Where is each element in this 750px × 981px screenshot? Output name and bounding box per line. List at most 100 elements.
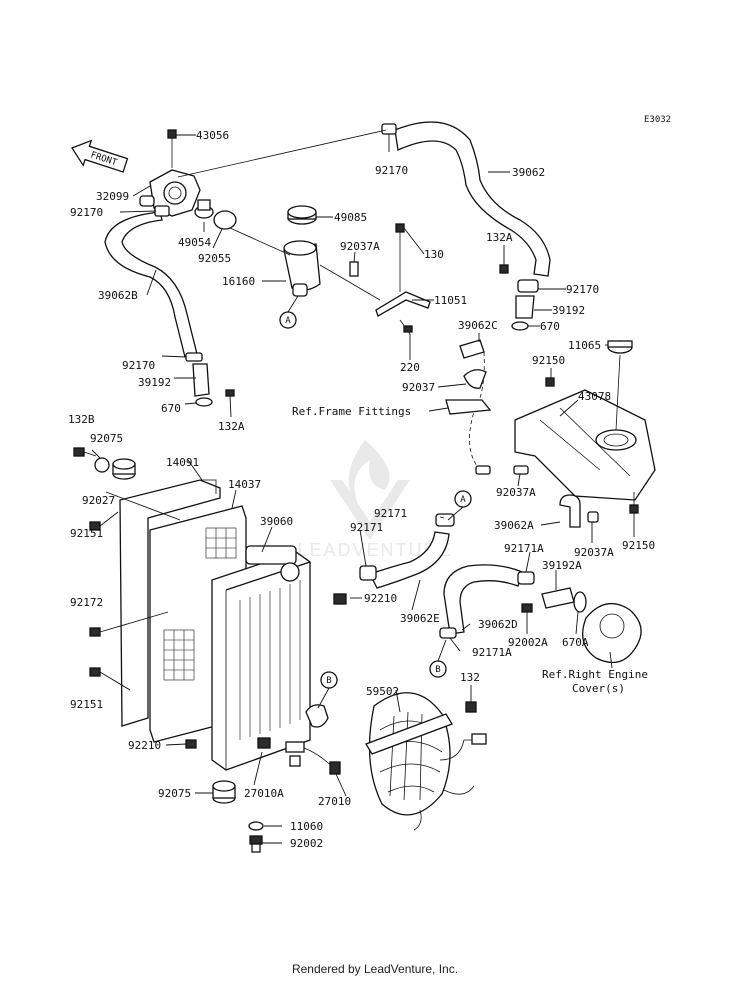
- label-92170: 92170: [122, 359, 155, 372]
- clamp-92170-d: [517, 279, 539, 293]
- label-132B: 132B: [68, 413, 95, 426]
- filler-neck-16160: [283, 240, 321, 297]
- collar-92027: [94, 457, 110, 473]
- svg-text:A: A: [285, 316, 291, 326]
- hose-39062A: [559, 494, 581, 528]
- pipe-39192-a: [192, 363, 210, 397]
- ref-engine-cover-line1: Ref.Right Engine: [542, 668, 648, 681]
- label-92210: 92210: [128, 739, 161, 752]
- label-92150: 92150: [622, 539, 655, 552]
- label-39192A: 39192A: [542, 559, 582, 572]
- clip-92210-a: [333, 593, 347, 605]
- label-92075: 92075: [90, 432, 123, 445]
- bolt-43056: [167, 129, 177, 168]
- label-92171: 92171: [350, 521, 383, 534]
- label-92075: 92075: [158, 787, 191, 800]
- thermostat-housing: [139, 169, 201, 217]
- label-92037: 92037: [402, 381, 435, 394]
- label-59502: 59502: [366, 685, 399, 698]
- label-92037A: 92037A: [496, 486, 536, 499]
- front-arrow-icon: FRONT: [71, 139, 129, 173]
- label-132A: 132A: [486, 231, 513, 244]
- watermark-logo: LEADVENTURE: [297, 440, 451, 560]
- label-92002: 92002: [290, 837, 323, 850]
- label-92037A: 92037A: [574, 546, 614, 559]
- bolt-92151-b: [89, 667, 101, 677]
- label-39062B: 39062B: [98, 289, 138, 302]
- bolt-92172: [89, 627, 101, 637]
- hose-39062E: [369, 531, 450, 589]
- o-ring-670-a: [195, 397, 213, 407]
- sensor-27010A: [289, 755, 301, 767]
- label-92002A: 92002A: [508, 636, 548, 649]
- part-labels: 43056 32099 92170 49054 92055 39062B 921…: [68, 129, 655, 850]
- label-49054: 49054: [178, 236, 211, 249]
- label-92037A: 92037A: [340, 240, 380, 253]
- callout-B-lower: B: [429, 639, 447, 678]
- bolt-132B: [73, 447, 85, 457]
- radiator-cap-49085: [287, 205, 317, 225]
- hose-39062D: [443, 564, 523, 635]
- label-92210: 92210: [364, 592, 397, 605]
- o-ring-670A: [573, 591, 587, 613]
- leader-lines: [91, 134, 635, 844]
- clip-92037A-b: [513, 465, 529, 475]
- label-670: 670: [161, 402, 181, 415]
- label-92171: 92171: [374, 507, 407, 520]
- engine-cover-ref: [582, 602, 642, 664]
- fan-switch-27010: [285, 741, 341, 775]
- clamp-92037: [463, 369, 487, 389]
- hose-39062C: [459, 339, 485, 359]
- label-43056: 43056: [196, 129, 229, 142]
- thermostat: [194, 199, 214, 219]
- label-39062: 39062: [512, 166, 545, 179]
- o-ring-670-b: [511, 321, 529, 331]
- svg-text:B: B: [435, 665, 440, 675]
- ref-engine-cover-line2: Cover(s): [572, 682, 625, 695]
- hose-outlet-B: [305, 704, 329, 728]
- bolt-132A-b: [499, 264, 509, 274]
- label-92170: 92170: [70, 206, 103, 219]
- clamp-92171-a: [435, 513, 455, 527]
- bolt-92150-a: [545, 377, 555, 387]
- label-43078: 43078: [578, 390, 611, 403]
- label-220: 220: [400, 361, 420, 374]
- label-92170: 92170: [566, 283, 599, 296]
- grommet-92075-b: [212, 780, 236, 804]
- clamp-92170-a: [154, 205, 170, 217]
- clamp-92170-c: [381, 123, 397, 135]
- svg-text:A: A: [460, 495, 466, 505]
- frame-fitting-plate: [445, 399, 492, 415]
- label-14037: 14037: [228, 478, 261, 491]
- label-92172: 92172: [70, 596, 103, 609]
- label-49085: 49085: [334, 211, 367, 224]
- label-92055: 92055: [198, 252, 231, 265]
- o-ring-92055: [213, 210, 237, 230]
- ref-frame-fittings: Ref.Frame Fittings: [292, 405, 411, 418]
- reservoir-cap-11065: [607, 340, 633, 354]
- label-670: 670: [540, 320, 560, 333]
- clamp-92170-b: [185, 352, 203, 362]
- clamp-92171A-a: [517, 571, 535, 585]
- label-14091: 14091: [166, 456, 199, 469]
- callout-A-upper: A: [279, 295, 299, 329]
- bolt-92002A: [521, 603, 533, 613]
- grommet-92075-a: [112, 458, 136, 480]
- label-92151: 92151: [70, 698, 103, 711]
- label-27010A: 27010A: [244, 787, 284, 800]
- radiator-core-39060: [211, 545, 311, 771]
- label-670A: 670A: [562, 636, 589, 649]
- bolt-92150-b: [629, 504, 639, 514]
- bracket-11051: [375, 223, 431, 335]
- label-132: 132: [460, 671, 480, 684]
- pipe-39192A: [541, 587, 575, 609]
- label-39062D: 39062D: [478, 618, 518, 631]
- label-92171A: 92171A: [472, 646, 512, 659]
- label-27010: 27010: [318, 795, 351, 808]
- clamp-92171A-b: [439, 627, 457, 639]
- label-39062C: 39062C: [458, 319, 498, 332]
- washer-11060: [248, 821, 264, 831]
- callout-A-lower: A: [447, 490, 472, 521]
- label-132A: 132A: [218, 420, 245, 433]
